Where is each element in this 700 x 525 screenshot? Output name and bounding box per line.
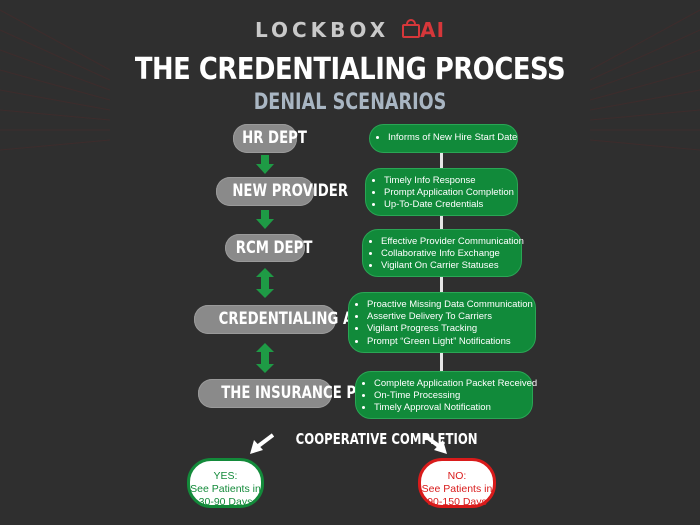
list-item: Timely Approval Notification [374,402,532,414]
list-item: Proactive Missing Data Communication [367,299,535,311]
double-arrow-icon [256,343,274,373]
arrow-down-icon [256,210,274,229]
list-item: Vigilant On Carrier Statuses [381,260,521,272]
outcome-yes-title: YES: [213,470,238,482]
logo-ai-text: AI [420,18,446,42]
list-item: Informs of New Hire Start Date [388,132,517,144]
list-item: On-Time Processing [374,390,532,402]
outcome-yes-badge: YES: See Patients in 30-90 Days [187,458,264,508]
step-hr-dept: HR DEPT [233,124,307,153]
insurance-plan-details: Complete Application Packet Received On-… [355,371,537,419]
step-new-provider: NEW PROVIDER [216,177,348,206]
step-rcm-dept: RCM DEPT [225,234,312,262]
list-item: Assertive Delivery To Carriers [367,311,535,323]
list-item: Timely Info Response [384,175,517,187]
outcome-no-line2: 90-150 Days [427,496,487,508]
double-arrow-icon [256,268,274,298]
lock-icon [402,19,421,38]
lockbox-ai-logo: LOCKBOX AI [0,18,700,42]
outcome-yes-line1: See Patients in [190,483,261,495]
list-item: Prompt Application Completion [384,187,517,199]
page-title: THE CREDENTIALING PROCESS [134,52,566,87]
new-provider-details: Timely Info Response Prompt Application … [365,168,518,216]
arrow-down-icon [256,155,274,174]
arrow-down-right-icon [423,433,447,454]
step-credentialing-agent: CREDENTIALING AGENT [194,305,393,334]
outcome-no-badge: NO: See Patients in 90-150 Days [418,458,496,508]
outcome-no-line1: See Patients in [421,483,493,495]
list-item: Collaborative Info Exchange [381,248,521,260]
list-item: Prompt “Green Light” Notifications [367,336,535,348]
list-item: Up-To-Date Credentials [384,199,517,211]
credentialing-agent-details: Proactive Missing Data Communication Ass… [348,292,536,353]
arrow-down-left-icon [250,433,274,454]
list-item: Effective Provider Communication [381,236,524,248]
outcome-no-title: NO: [447,470,467,482]
hr-dept-details: Informs of New Hire Start Date [369,124,518,153]
cooperative-completion-label: COOPERATIVE COMPLETION [295,430,478,448]
list-item: Complete Application Packet Received [374,378,537,390]
outcome-yes-line2: 30-90 Days [198,496,253,508]
page-subtitle: DENIAL SCENARIOS [253,90,447,115]
logo-text: LOCKBOX [254,18,390,42]
step-insurance-plan: THE INSURANCE PLAN [198,379,386,408]
list-item: Vigilant Progress Tracking [367,323,535,335]
rcm-dept-details: Effective Provider Communication Collabo… [362,229,524,277]
